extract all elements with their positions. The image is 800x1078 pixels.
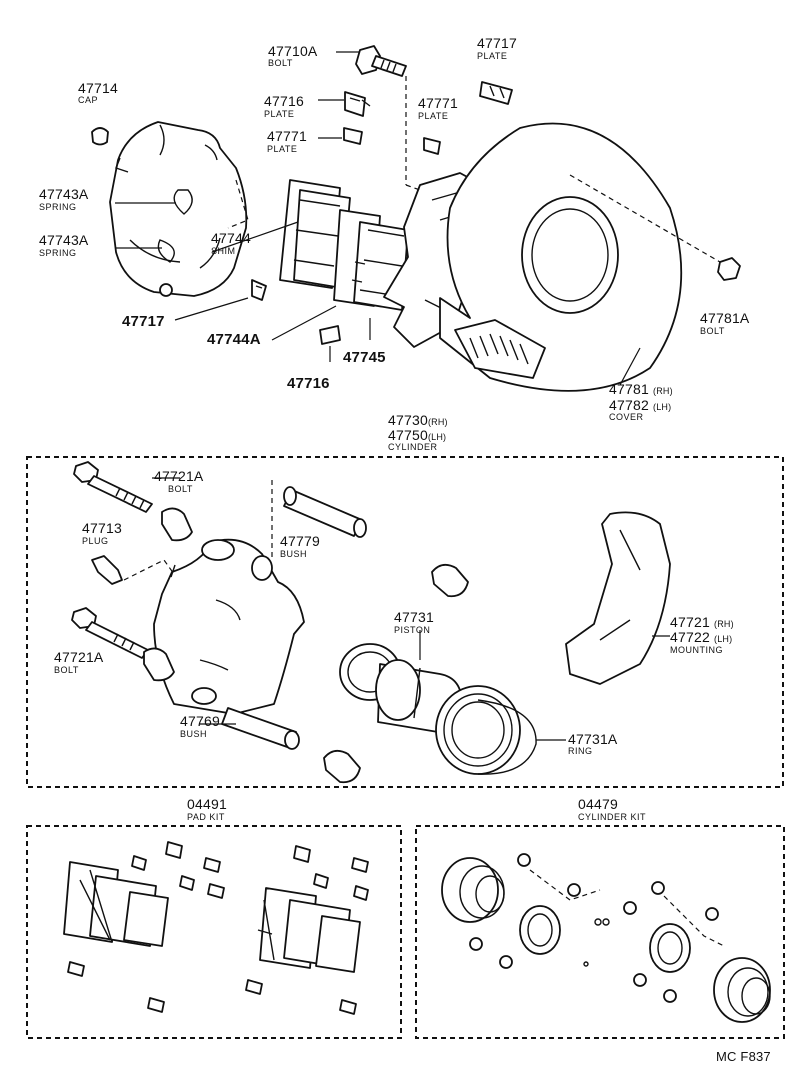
part-number-47743a-top: 47743A (39, 186, 89, 202)
part-name-spring-bottom: SPRING (39, 248, 77, 258)
part-name-bolt-47781a: BOLT (700, 326, 725, 336)
part-name-bolt-47710a: BOLT (268, 58, 293, 68)
dust-cover-part (439, 122, 721, 392)
part-number-47721a-bottom: 47721A (54, 649, 104, 665)
suffix-rh-47730: (RH) (427, 417, 448, 427)
boot-caps-part (323, 563, 469, 784)
part-name-bolt-47721a-bottom: BOLT (54, 665, 79, 675)
bolt-47721a-bottom-part (71, 607, 175, 682)
part-name-shim: SHIM (211, 246, 236, 256)
part-name-piston: PISTON (394, 625, 431, 635)
part-number-47731a: 47731A (568, 731, 618, 747)
bolt-47710a-part (336, 45, 407, 185)
part-number-47730: 47730(RH) (388, 412, 448, 428)
bush-47769-part (200, 707, 300, 750)
suffix-lh-47782: (LH) (653, 402, 672, 412)
part-number-47717-top: 47717 (477, 35, 517, 51)
part-number-47771-right: 47771 (418, 95, 458, 111)
part-number-47745: 47745 (343, 349, 386, 366)
part-name-bolt-47721a-top: BOLT (168, 484, 193, 494)
part-name-spring-top: SPRING (39, 202, 77, 212)
part-number-47721: 47721 (RH) (670, 614, 734, 630)
part-name-plate-47771-left: PLATE (267, 144, 298, 154)
part-number-47731: 47731 (394, 609, 434, 625)
part-name-plate-47771-right: PLATE (418, 111, 449, 121)
part-number-47781: 47781 (RH) (609, 381, 673, 397)
cylinder-kit-frame (415, 825, 785, 1039)
cylinder-body-part (153, 538, 305, 715)
part-number-47721a-top: 47721A (154, 468, 204, 484)
part-name-ring: RING (568, 746, 593, 756)
spring-parts (115, 189, 193, 263)
part-number-47716-top: 47716 (264, 93, 304, 109)
mounting-47721-part (565, 511, 671, 685)
pad-kit-contents (63, 841, 369, 1015)
diagram-code: MC F837 (716, 1049, 771, 1064)
part-name-plug: PLUG (82, 536, 109, 546)
part-number-47722: 47722 (LH) (670, 629, 733, 645)
cylinder-group-frame (26, 456, 784, 788)
part-number-47744a: 47744A (207, 331, 261, 348)
part-number-47716-bottom: 47716 (287, 375, 330, 392)
part-number-47750: 47750(LH) (388, 427, 447, 443)
part-number-47771-left: 47771 (267, 128, 307, 144)
part-name-plate-47717: PLATE (477, 51, 508, 61)
part-name-cylinder: CYLINDER (388, 442, 438, 452)
bush-47779-part (271, 480, 367, 560)
cylinder-kit-contents (441, 853, 771, 1023)
suffix-lh-47722: (LH) (714, 634, 733, 644)
clip-47717-left-part (174, 279, 267, 321)
part-number-47717-left: 47717 (122, 313, 165, 330)
plug-47713-part (91, 555, 175, 585)
part-number-47713: 47713 (82, 520, 122, 536)
part-name-bush-47779: BUSH (280, 549, 308, 559)
part-name-mounting: MOUNTING (670, 645, 723, 655)
part-name-bush-47769: BUSH (180, 729, 208, 739)
part-number-04491: 04491 (187, 796, 227, 812)
part-number-47710a: 47710A (268, 43, 318, 59)
part-number-47744: 47744 (211, 230, 251, 246)
ring-47731a-part (435, 685, 566, 775)
part-name-cylinder-kit: CYLINDER KIT (578, 812, 647, 822)
part-name-plate-47716: PLATE (264, 109, 295, 119)
part-number-47714: 47714 (78, 80, 118, 96)
part-number-47743a-bottom: 47743A (39, 232, 89, 248)
part-number-47769: 47769 (180, 713, 220, 729)
bolt-47721a-top-part (73, 461, 193, 542)
cap-part (91, 127, 109, 146)
bolt-47781a-part (717, 257, 741, 281)
plate-clips-top-part (318, 81, 513, 362)
suffix-lh-47750: (LH) (427, 432, 447, 442)
part-number-47781a: 47781A (700, 310, 750, 326)
part-number-04479: 04479 (578, 796, 618, 812)
suffix-rh-47781: (RH) (653, 386, 673, 396)
pad-kit-frame (26, 825, 402, 1039)
part-name-cover: COVER (609, 412, 644, 422)
part-name-pad-kit: PAD KIT (187, 812, 225, 822)
part-name-cap: CAP (78, 95, 99, 105)
suffix-rh-47721: (RH) (714, 619, 734, 629)
part-number-47779: 47779 (280, 533, 320, 549)
part-number-47782: 47782 (LH) (609, 397, 672, 413)
